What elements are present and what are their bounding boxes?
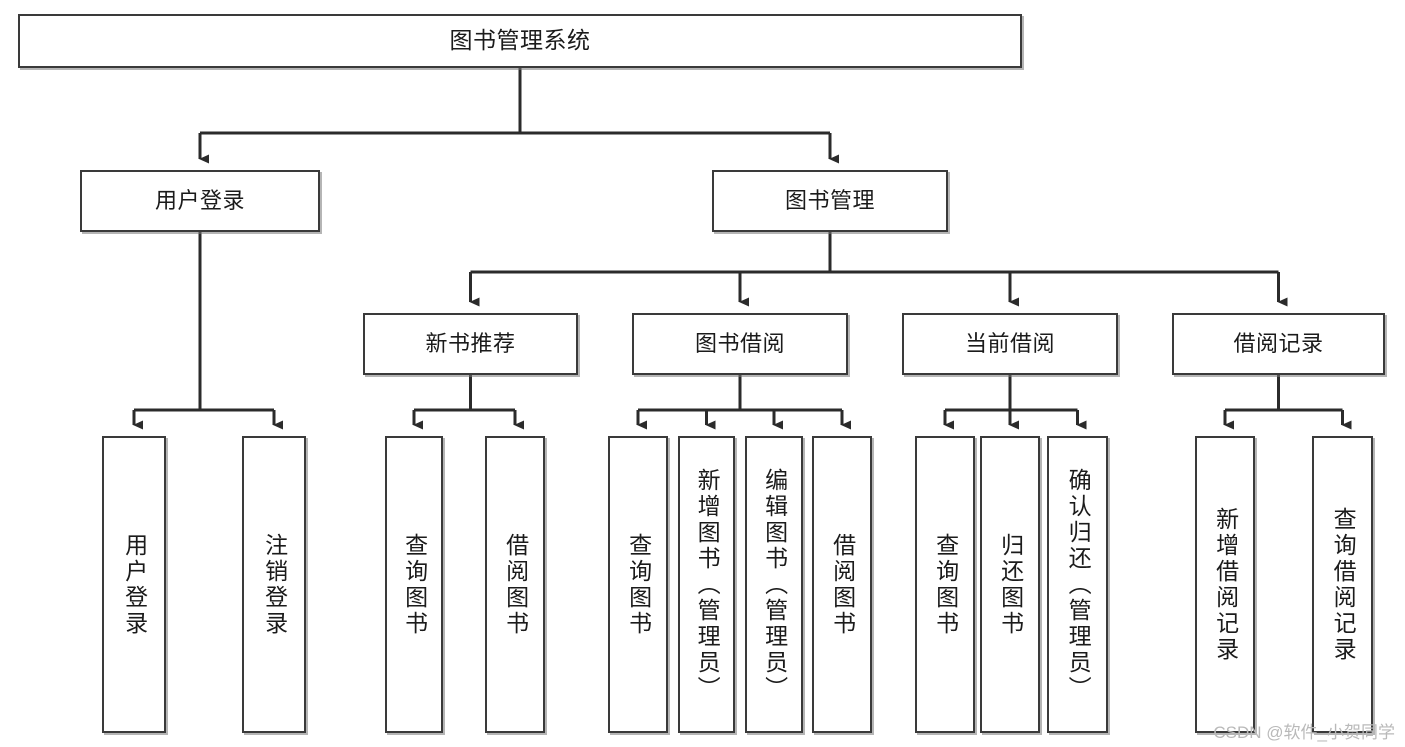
node-label: 确认归还（管理员） (1065, 467, 1092, 702)
node-root[interactable]: 图书管理系统 (18, 14, 1022, 68)
node-login-out[interactable]: 注销登录 (242, 436, 306, 733)
node-label: 图书借阅 (694, 331, 785, 357)
node-nb-borrow[interactable]: 借阅图书 (485, 436, 545, 733)
node-label: 借阅图书 (502, 532, 529, 637)
node-login-in[interactable]: 用户登录 (102, 436, 166, 733)
node-rec-add[interactable]: 新增借阅记录 (1195, 436, 1255, 733)
node-label: 新书推荐 (425, 331, 516, 357)
node-cur-confirm[interactable]: 确认归还（管理员） (1047, 436, 1108, 733)
node-nb-query[interactable]: 查询图书 (385, 436, 443, 733)
node-label: 归还图书 (997, 532, 1024, 637)
node-borrow[interactable]: 图书借阅 (632, 313, 848, 375)
node-label: 查询图书 (401, 532, 428, 637)
node-records[interactable]: 借阅记录 (1172, 313, 1385, 375)
node-rec-query[interactable]: 查询借阅记录 (1312, 436, 1373, 733)
node-bw-query[interactable]: 查询图书 (608, 436, 668, 733)
node-label: 用户登录 (154, 188, 245, 214)
node-newbook[interactable]: 新书推荐 (363, 313, 578, 375)
node-current[interactable]: 当前借阅 (902, 313, 1118, 375)
node-bw-add[interactable]: 新增图书（管理员） (678, 436, 735, 733)
node-bw-edit[interactable]: 编辑图书（管理员） (745, 436, 803, 733)
node-label: 查询借阅记录 (1330, 506, 1357, 663)
node-label: 编辑图书（管理员） (761, 467, 788, 702)
node-label: 查询图书 (932, 532, 959, 637)
node-label: 用户登录 (121, 532, 148, 637)
node-label: 借阅图书 (829, 532, 856, 637)
node-label: 查询图书 (625, 532, 652, 637)
node-bw-borrow[interactable]: 借阅图书 (812, 436, 872, 733)
node-label: 注销登录 (261, 532, 288, 637)
node-label: 新增借阅记录 (1212, 506, 1239, 663)
node-login[interactable]: 用户登录 (80, 170, 320, 232)
node-label: 新增图书（管理员） (694, 467, 721, 702)
node-label: 当前借阅 (964, 331, 1055, 357)
node-label: 图书管理系统 (449, 27, 591, 54)
node-label: 图书管理 (784, 188, 875, 214)
node-cur-query[interactable]: 查询图书 (915, 436, 975, 733)
node-label: 借阅记录 (1233, 331, 1324, 357)
node-bookmgmt[interactable]: 图书管理 (712, 170, 948, 232)
node-cur-return[interactable]: 归还图书 (980, 436, 1040, 733)
